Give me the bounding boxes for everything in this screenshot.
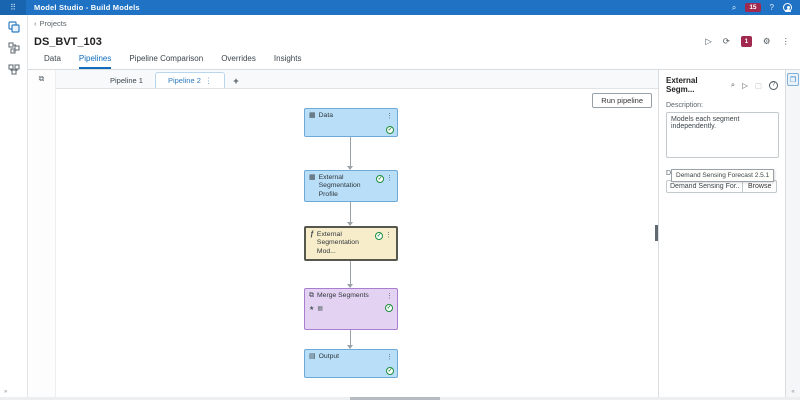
pipeline-tab-2[interactable]: Pipeline 2⋮	[154, 72, 226, 88]
run-node-icon[interactable]: ▷	[742, 80, 748, 90]
page-title: DS_BVT_103	[34, 35, 102, 48]
sidebar-item-pipelines-icon[interactable]	[7, 42, 21, 54]
arrowhead	[347, 166, 353, 170]
sidebar-item-settings-icon[interactable]	[7, 63, 21, 75]
add-pipeline-button[interactable]: +	[233, 76, 239, 86]
node-menu-icon[interactable]: ⋮	[386, 175, 393, 182]
tab-data[interactable]: Data	[44, 54, 61, 63]
tab-pipeline-comparison[interactable]: Pipeline Comparison	[129, 54, 204, 63]
project-header: DS_BVT_103 ▷ ⟳ 1 ⚙ ⋮	[28, 31, 800, 52]
snapshot-icon: ▢	[754, 80, 762, 90]
run-project-icon[interactable]: ▷	[705, 36, 712, 47]
horizontal-scrollbar[interactable]	[0, 397, 800, 400]
status-complete-icon: ✓	[386, 126, 394, 134]
search-icon[interactable]: ⌕	[731, 2, 737, 12]
left-rail: »	[0, 15, 28, 397]
collapse-right-panel-button[interactable]: «	[791, 389, 795, 395]
canvas-left-rail: ⧉	[28, 70, 55, 397]
status-complete-icon: ✓	[386, 367, 394, 375]
node-menu-icon[interactable]: ⋮	[386, 354, 393, 361]
merge-icon: ⧉	[309, 292, 314, 299]
node-menu-icon[interactable]: ⋮	[385, 232, 392, 239]
tab-insights[interactable]: Insights	[273, 54, 302, 63]
status-complete-icon: ✓	[385, 304, 393, 313]
data-table-icon: ▦	[309, 112, 316, 119]
help-icon[interactable]: ?	[769, 2, 774, 12]
expand-diagram-icon[interactable]: ⧉	[38, 74, 45, 83]
pipeline-tab-strip: Pipeline 1 Pipeline 2⋮ +	[56, 70, 658, 89]
description-label: Description:	[666, 102, 703, 109]
description-field[interactable]: Models each segment independently.	[666, 112, 779, 158]
mini-chart-icon: ▦	[317, 305, 324, 312]
app-bar: ⠿ Model Studio - Build Models ⌕ 15 ?	[0, 0, 800, 15]
node-data[interactable]: ▦ Data ⋮ ✓	[304, 108, 398, 137]
star-icon: ★	[309, 305, 315, 312]
panel-title: External Segm...	[666, 76, 698, 94]
run-pipeline-button[interactable]: Run pipeline	[592, 93, 652, 108]
connector	[350, 137, 351, 166]
node-external-segmentation-profile[interactable]: ▦ External Segmentation Profile ✓ ⋮	[304, 170, 398, 202]
canvas-vertical-scrollbar[interactable]	[655, 225, 658, 241]
right-rail: ❐ «	[785, 70, 800, 397]
node-menu-icon[interactable]: ⋮	[386, 113, 393, 120]
horizontal-scrollbar-thumb[interactable]	[350, 397, 440, 400]
pipeline-tab-1[interactable]: Pipeline 1	[110, 76, 143, 85]
node-menu-icon[interactable]: ⋮	[386, 293, 393, 300]
connector	[350, 261, 351, 284]
tab-pipelines[interactable]: Pipelines	[78, 54, 112, 69]
gear-icon[interactable]: ⚙	[762, 36, 771, 47]
user-avatar[interactable]	[783, 3, 792, 12]
breadcrumb-row: ‹Projects	[28, 15, 800, 31]
pipeline-tab-menu-icon[interactable]: ⋮	[204, 76, 213, 85]
connector	[350, 330, 351, 345]
node-output[interactable]: ▤ Output ⋮ ✓	[304, 349, 398, 378]
profile-table-icon: ▦	[309, 174, 316, 181]
tab-overrides[interactable]: Overrides	[221, 54, 256, 63]
zoom-icon[interactable]: ⌕	[730, 80, 736, 89]
node-external-segmentation-model[interactable]: ƒ External Segmentation Mod... ✓ ⋮	[304, 226, 398, 261]
sidebar-item-projects-icon[interactable]	[7, 21, 21, 33]
status-complete-icon: ✓	[375, 232, 383, 240]
pipeline-tooltip: Demand Sensing Forecast 2.5.1	[671, 169, 775, 182]
output-icon: ▤	[309, 353, 316, 360]
status-complete-icon: ✓	[376, 175, 384, 183]
node-merge-segments[interactable]: ⧉ Merge Segments ⋮ ★ ▦ ✓	[304, 288, 398, 330]
collapse-left-rail-button[interactable]: »	[4, 389, 8, 395]
app-title: Model Studio - Build Models	[34, 3, 140, 12]
main-tabs: Data Pipelines Pipeline Comparison Overr…	[28, 52, 800, 70]
arrowhead	[347, 284, 353, 288]
app-grid-icon[interactable]: ⠿	[0, 0, 26, 15]
chevron-left-icon: ‹	[34, 18, 37, 28]
properties-panel: External Segm... ⌕ ▷ ▢ ? Description: Mo…	[658, 70, 785, 397]
refresh-icon[interactable]: ⟳	[722, 36, 730, 47]
panel-toggle-icon[interactable]: ❐	[787, 73, 799, 86]
help-icon[interactable]: ?	[769, 80, 778, 90]
arrowhead	[347, 222, 353, 226]
arrowhead	[347, 345, 353, 349]
notification-badge[interactable]: 15	[745, 3, 761, 12]
project-badge[interactable]: 1	[740, 36, 752, 47]
breadcrumb[interactable]: ‹Projects	[34, 18, 67, 28]
model-function-icon: ƒ	[310, 231, 314, 238]
more-options-icon[interactable]: ⋮	[781, 36, 791, 47]
pipeline-canvas[interactable]: Run pipeline ▦ Data ⋮ ✓	[56, 89, 658, 397]
connector	[350, 202, 351, 222]
